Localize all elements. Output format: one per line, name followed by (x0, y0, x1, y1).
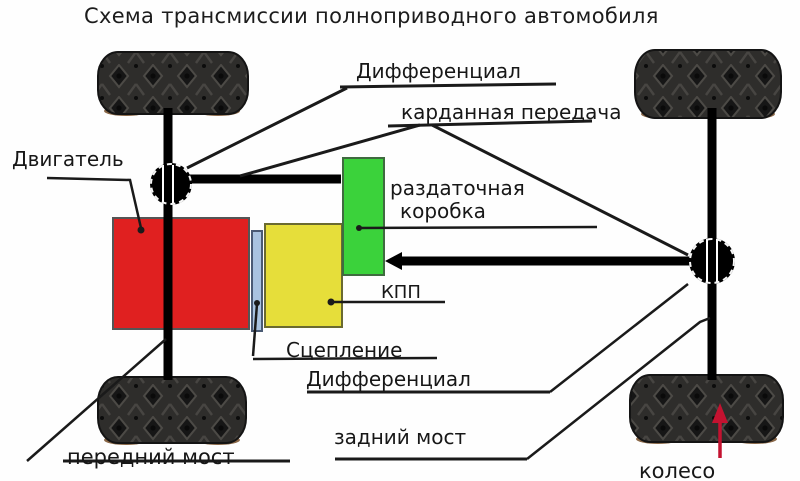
cardan-underline (387, 119, 593, 128)
label-clutch: Сцепление (286, 338, 403, 362)
rear-differential (689, 237, 735, 285)
label-engine: Двигатель (12, 147, 124, 171)
transfer-case-leader-dot (356, 225, 362, 231)
engine-leader-dot (137, 226, 145, 234)
rear-driveshaft-arrowhead (385, 252, 402, 270)
front-differential (150, 163, 192, 205)
gearbox-box (264, 223, 343, 328)
front-left-wheel (97, 51, 249, 116)
label-transfer-case-line1: раздаточная (390, 176, 525, 200)
front-right-wheel (634, 49, 782, 119)
engine-box (112, 217, 250, 330)
engine-leader (46, 176, 143, 229)
rear-axle-leader (526, 316, 711, 460)
differential-bottom-leader (549, 283, 689, 393)
front-axle-leader (26, 338, 167, 462)
clutch-box (251, 230, 263, 332)
label-cardan-drive: карданная передача (401, 100, 622, 124)
differential-top-underline (339, 82, 557, 89)
wheel-arrow-head (712, 403, 728, 423)
clutch-leader-dot (254, 300, 260, 306)
rear-right-wheel (629, 374, 784, 444)
label-wheel: колесо (639, 459, 716, 481)
label-transfer-case-line2: коробка (400, 199, 486, 223)
page-title: Схема трансмиссии полноприводного автомо… (84, 4, 659, 28)
transfer-case-box (342, 157, 385, 276)
clutch-leader (251, 303, 259, 357)
rear-left-wheel (97, 376, 247, 445)
cardan-leader-front (239, 123, 421, 178)
transfer-case-leader (357, 225, 598, 230)
cardan-leader-rear (431, 123, 689, 257)
clutch-underline (252, 356, 438, 361)
label-gearbox: КПП (381, 282, 421, 303)
label-front-axle: передний мост (67, 445, 235, 469)
label-differential-rear: Дифференциал (306, 367, 471, 391)
label-differential-front: Дифференциал (356, 59, 521, 83)
gearbox-leader-dot (327, 298, 335, 306)
label-rear-axle: задний мост (334, 425, 467, 449)
differential-top-leader (186, 86, 348, 170)
